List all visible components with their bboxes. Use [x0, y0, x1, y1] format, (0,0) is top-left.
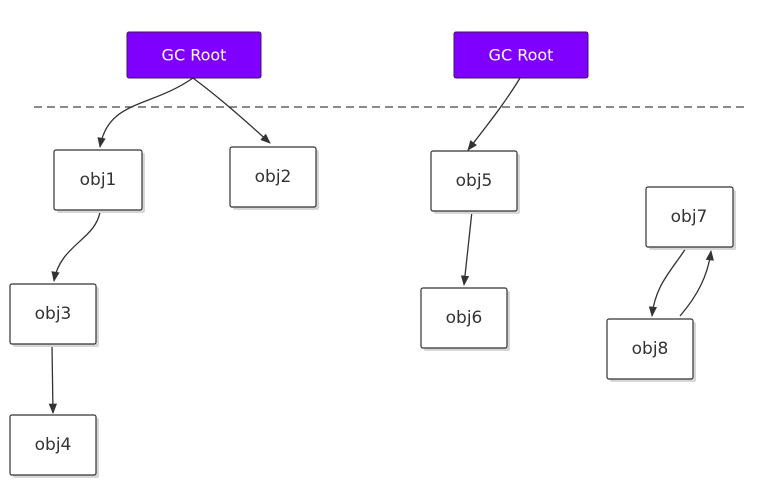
object-label: obj4 — [35, 435, 72, 455]
edge-root1-obj1 — [97, 77, 194, 149]
object-node-obj1: obj1 — [53, 149, 145, 213]
object-node-obj4: obj4 — [9, 414, 99, 478]
object-node-obj5: obj5 — [430, 150, 520, 214]
gc-root-node: GC Root — [453, 31, 589, 79]
gc-root-label: GC Root — [162, 46, 227, 65]
gc-root-node: GC Root — [126, 31, 262, 79]
object-label: obj2 — [255, 167, 292, 187]
object-label: obj7 — [671, 207, 708, 227]
gc-root-label: GC Root — [489, 46, 554, 65]
edge-obj1-obj3 — [51, 211, 101, 283]
edge-obj8-obj7 — [679, 249, 714, 317]
edge-root1-obj2 — [192, 77, 271, 144]
object-node-obj8: obj8 — [606, 318, 696, 382]
object-label: obj5 — [456, 171, 493, 191]
edge-obj5-obj6 — [460, 210, 473, 287]
object-node-obj6: obj6 — [420, 287, 510, 351]
object-label: obj8 — [632, 339, 669, 359]
object-label: obj6 — [446, 308, 483, 328]
edges-group — [48, 77, 714, 415]
object-node-obj3: obj3 — [9, 283, 99, 347]
object-label: obj3 — [35, 304, 72, 324]
edge-obj3-obj4 — [48, 344, 58, 415]
object-node-obj7: obj7 — [645, 186, 736, 250]
edge-root2-obj5 — [467, 77, 521, 151]
object-label: obj1 — [80, 170, 117, 190]
edge-obj7-obj8 — [648, 247, 687, 318]
object-node-obj2: obj2 — [229, 146, 319, 210]
